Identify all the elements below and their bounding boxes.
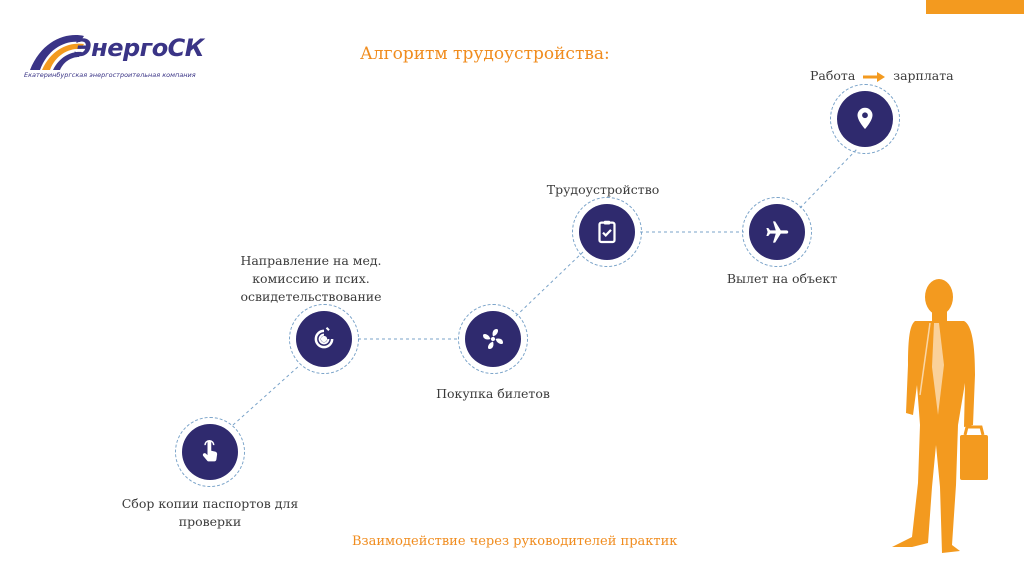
page-title: Алгоритм трудоустройства:: [360, 44, 610, 64]
tap-hand-icon: [202, 440, 218, 462]
company-logo: ЭнергоСК Екатеринбургская энергостроител…: [22, 28, 204, 84]
step-node-6: [830, 84, 900, 154]
location-pin-icon: [857, 107, 873, 129]
step-label-1: Сбор копии паспортов для проверки: [121, 496, 299, 529]
arrow-right-icon: [863, 71, 886, 82]
step-label-5: Вылет на объект: [726, 271, 838, 286]
top-accent-bar: [926, 0, 1024, 14]
fan-blades-icon: [483, 329, 503, 349]
step-node-1: [175, 417, 245, 487]
step-label-3: Покупка билетов: [436, 386, 550, 401]
step-label-4: Трудоустройство: [546, 182, 660, 197]
logo-wordmark: ЭнергоСК: [74, 34, 204, 62]
step-node-3: [458, 304, 528, 374]
step-node-2: [289, 304, 359, 374]
step-label-6: Работа зарплата: [810, 68, 954, 83]
step-node-4: [572, 197, 642, 267]
salary-label: зарплата: [893, 68, 954, 83]
airplane-icon: [766, 221, 789, 243]
logo-tagline: Екатеринбургская энергостроительная комп…: [24, 71, 196, 79]
logo-emblem-icon: [30, 35, 84, 70]
target-rings-icon: [314, 327, 334, 349]
footer-note: Взаимодействие через руководителей практ…: [352, 534, 678, 549]
work-label: Работа: [810, 68, 856, 83]
step-label-2: Направление на мед. комиссию и псих. осв…: [240, 253, 382, 304]
step-node-5: [742, 197, 812, 267]
clipboard-check-icon: [598, 220, 616, 244]
businessman-silhouette: [892, 279, 988, 553]
